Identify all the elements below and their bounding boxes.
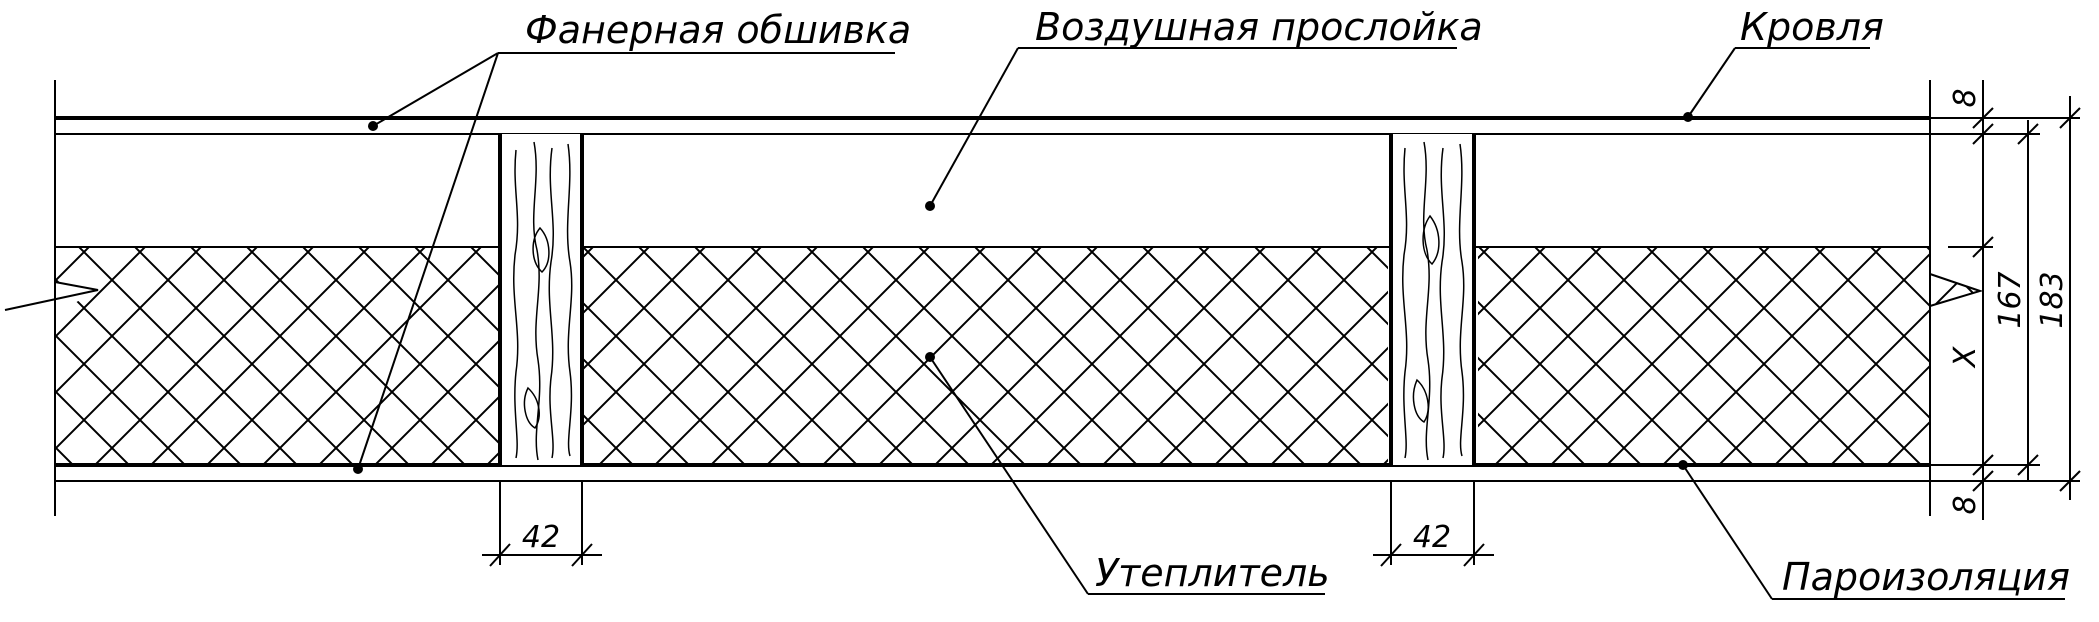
- break-marks: [4, 273, 1984, 311]
- rafter-dimensions: [482, 481, 1494, 567]
- inner-height-dim-label: 167: [1993, 271, 2028, 328]
- rafter-right: [1389, 134, 1476, 465]
- top-sheathing-dim-label: 8: [1948, 88, 1983, 107]
- insulation-label: Утеплитель: [1095, 551, 1330, 595]
- leaders: [357, 47, 2065, 600]
- insulation-x-dim-label: X: [1948, 345, 1983, 369]
- roofing-label: Кровля: [1740, 5, 1884, 49]
- vapor-barrier-label: Пароизоляция: [1782, 555, 2070, 599]
- rafter-width-right-label: 42: [1413, 520, 1451, 555]
- leader-dots: [353, 112, 1693, 474]
- rafter-left: [498, 134, 584, 465]
- total-height-dim-label: 183: [2035, 271, 2070, 328]
- air-gap-label: Воздушная прослойка: [1035, 5, 1483, 49]
- insulation-hatch: [55, 246, 1980, 465]
- bottom-sheathing-dim-label: 8: [1948, 495, 1983, 514]
- roof-layers: [54, 80, 1931, 516]
- plywood-label: Фанерная обшивка: [525, 8, 911, 52]
- rafter-width-left-label: 42: [522, 520, 560, 555]
- height-dimensions: [1930, 80, 2081, 520]
